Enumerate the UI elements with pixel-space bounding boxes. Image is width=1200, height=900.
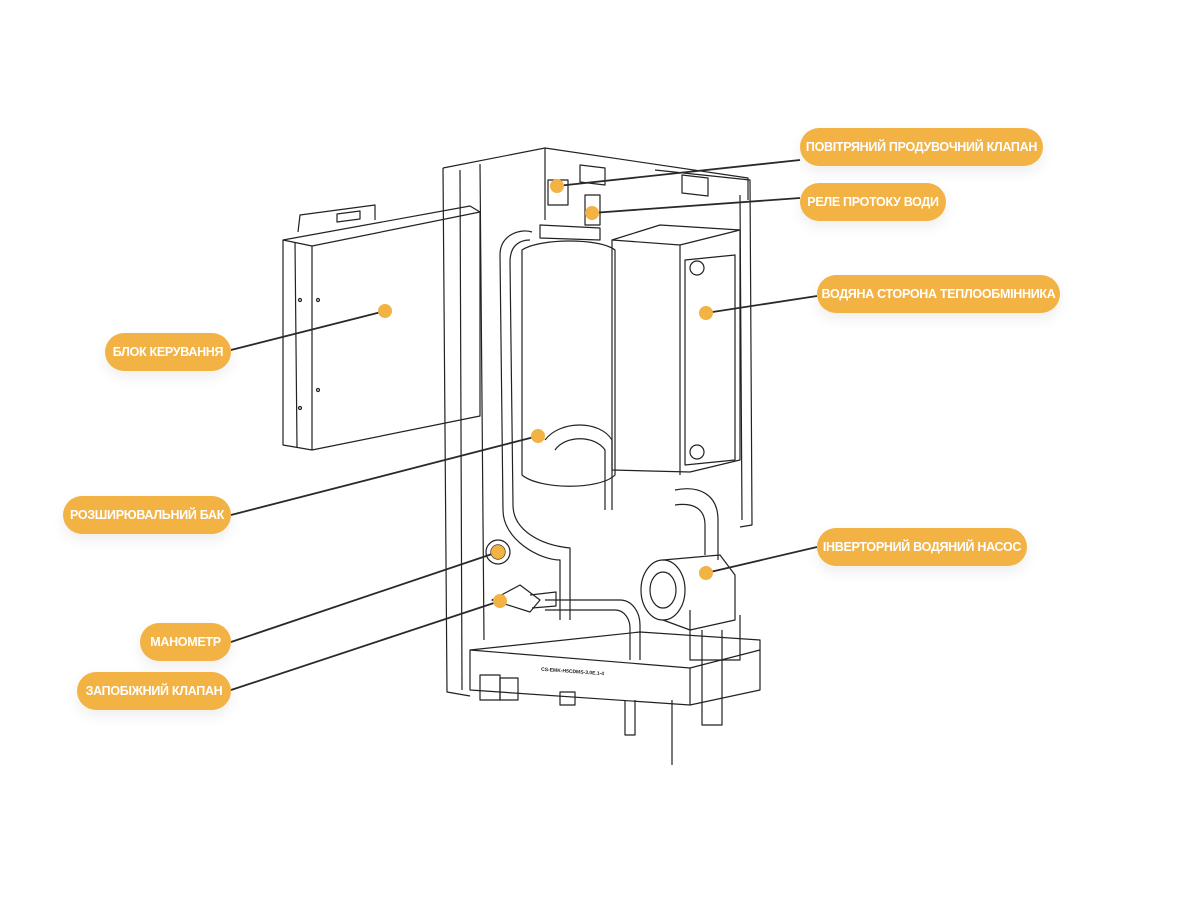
leader-heat-exchanger <box>705 295 818 314</box>
base-tray <box>469 631 761 765</box>
leader-manometer <box>230 551 499 643</box>
leader-control-box <box>230 310 386 351</box>
callout-dots <box>378 179 713 608</box>
callout-air-purge-valve: ПОВІТРЯНИЙ ПРОДУВОЧНИЙ КЛАПАН <box>800 128 1043 166</box>
callout-control-box: БЛОК КЕРУВАННЯ <box>105 333 231 371</box>
leader-water-flow-relay <box>591 197 801 214</box>
dot-safety-valve <box>493 594 507 608</box>
back-frame <box>442 147 753 697</box>
callout-manometer: МАНОМЕТР <box>140 623 231 661</box>
dot-expansion-tank <box>531 429 545 443</box>
dot-manometer <box>491 545 505 559</box>
control-box-drawing <box>282 204 481 451</box>
callout-water-flow-relay: РЕЛЕ ПРОТОКУ ВОДИ <box>800 183 946 221</box>
dot-air-purge-valve <box>550 179 564 193</box>
leader-safety-valve <box>230 600 501 691</box>
callout-expansion-tank: РОЗШИРЮВАЛЬНИЙ БАК <box>63 496 231 534</box>
callout-safety-valve: ЗАПОБІЖНИЙ КЛАПАН <box>77 672 231 710</box>
leader-pump <box>705 546 818 574</box>
leader-air-purge-valve <box>556 159 801 187</box>
dot-heat-exchanger <box>699 306 713 320</box>
dot-water-flow-relay <box>585 206 599 220</box>
leader-lines <box>230 159 818 691</box>
callout-heat-exchanger-water-side: ВОДЯНА СТОРОНА ТЕПЛООБМІННИКА <box>817 275 1060 313</box>
callout-inverter-water-pump: ІНВЕРТОРНИЙ ВОДЯНИЙ НАСОС <box>817 528 1027 566</box>
dot-pump <box>699 566 713 580</box>
dot-control-box <box>378 304 392 318</box>
expansion-tank-drawing <box>499 179 641 660</box>
leader-expansion-tank <box>230 435 539 516</box>
heat-exchanger-drawing <box>611 224 741 560</box>
